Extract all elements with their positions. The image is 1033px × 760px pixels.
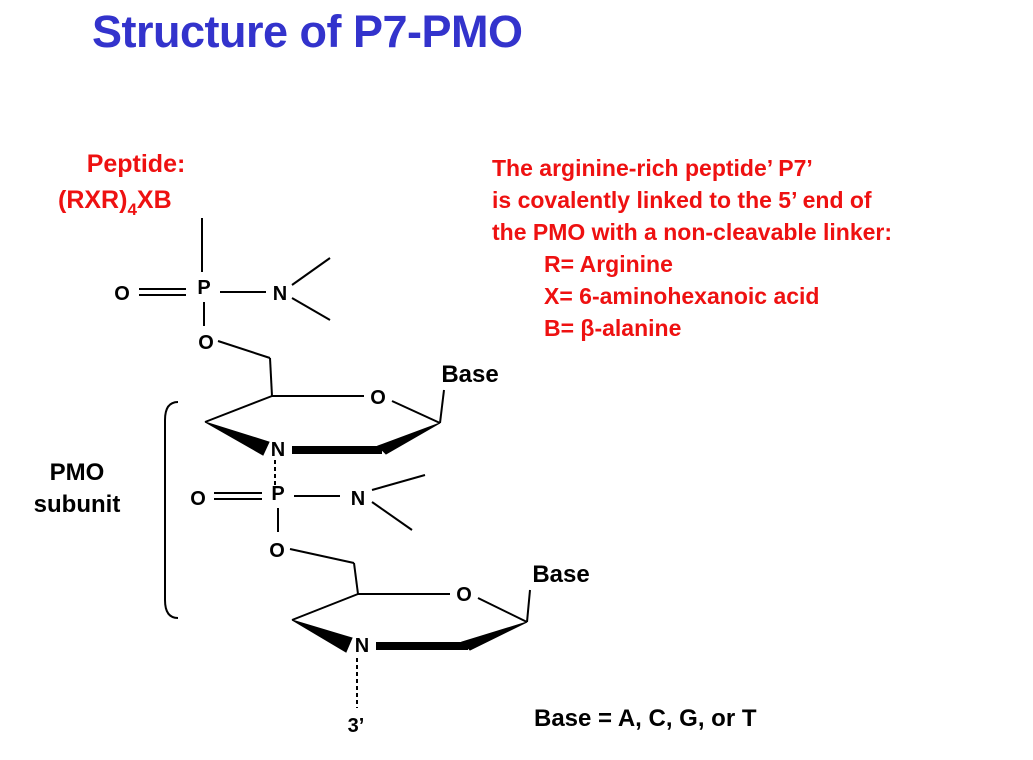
ring1-atom-o: O <box>370 387 386 409</box>
description-line-3: the PMO with a non-cleavable linker: <box>492 219 893 245</box>
ring1-bond-o-c1 <box>391 400 441 424</box>
bond-n-methyl-1b <box>291 297 331 321</box>
ring2-wedge-right <box>461 621 528 651</box>
atom-n-dimethyl-2: N <box>351 488 365 510</box>
atom-o-double-2: O <box>190 488 206 510</box>
atom-p-1: P <box>197 277 210 299</box>
peptide-label: Peptide: <box>87 150 186 178</box>
bond-n-methyl-1a <box>291 257 331 286</box>
description-line-1: The arginine-rich peptide’ P7’ <box>492 155 813 181</box>
bond-o-ch2-2 <box>289 548 355 564</box>
ring2-atom-n: N <box>355 635 369 657</box>
pmo-subunit-bracket <box>164 401 179 619</box>
atom-p-2: P <box>271 483 284 505</box>
ring1-bond-c4-c3 <box>204 395 273 423</box>
bond-ch2-c4-2 <box>353 562 359 595</box>
definition-r: R= Arginine <box>544 251 673 277</box>
page-title: Structure of P7-PMO <box>92 6 523 57</box>
bond-n-methyl-2b <box>371 501 413 531</box>
bond-ch2-c4-1 <box>269 357 273 397</box>
peptide-formula: (RXR)4XB <box>58 186 172 219</box>
pmo-subunit-label-line2: subunit <box>34 491 121 518</box>
bond-o-ch2-1 <box>217 340 271 359</box>
ring2-wedge-left <box>291 619 353 653</box>
base-legend: Base = A, C, G, or T <box>534 705 757 732</box>
peptide-formula-subscript: 4 <box>127 200 137 219</box>
peptide-formula-main: (RXR) <box>58 186 127 214</box>
atom-o-double-1: O <box>114 283 130 305</box>
ring1-wedge-right <box>377 422 441 455</box>
peptide-description: The arginine-rich peptide’ P7’ is covale… <box>492 152 892 344</box>
three-prime-label: 3’ <box>348 715 365 737</box>
atom-o-ester-2: O <box>269 540 285 562</box>
base-label-2: Base <box>532 561 589 588</box>
base-label-1: Base <box>441 361 498 388</box>
definition-b: B= β-alanine <box>544 315 682 341</box>
pmo-subunit-label-line1: PMO <box>50 459 105 486</box>
ring1-bond-c1-base <box>439 389 445 424</box>
bond-n-methyl-2a <box>371 474 426 491</box>
definition-x: X= 6-aminohexanoic acid <box>544 283 820 309</box>
atom-o-ester-1: O <box>198 332 214 354</box>
ring2-bold-bond <box>376 642 468 650</box>
ring2-bond-c1-base <box>526 589 531 623</box>
ring1-bold-bond <box>292 446 382 454</box>
peptide-formula-tail: XB <box>137 186 172 214</box>
ring2-bond-o-c1 <box>477 597 528 623</box>
ring1-atom-n: N <box>271 439 285 461</box>
description-line-2: is covalently linked to the 5’ end of <box>492 187 872 213</box>
ring2-atom-o: O <box>456 584 472 606</box>
ring2-bond-c4-c3 <box>291 593 359 621</box>
atom-n-dimethyl-1: N <box>273 283 287 305</box>
ring1-wedge-left <box>204 421 270 456</box>
